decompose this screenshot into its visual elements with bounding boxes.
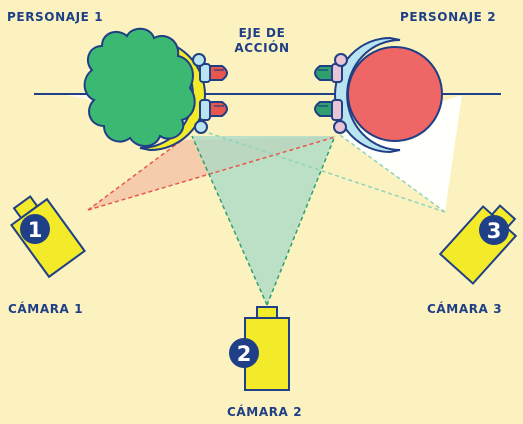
camera-3-sight-lines bbox=[199, 129, 446, 213]
camera-3-number: 3 bbox=[487, 219, 502, 243]
camera-2-number: 2 bbox=[237, 342, 252, 366]
character-1-hand-bottom bbox=[194, 120, 208, 134]
camera-3 bbox=[438, 204, 518, 285]
character-1-shoe-top bbox=[209, 65, 228, 81]
character-2-head bbox=[347, 46, 443, 142]
character-2-shoe-top bbox=[314, 65, 333, 81]
camera-2-badge bbox=[229, 338, 259, 368]
character-2-neck-bottom bbox=[331, 99, 343, 121]
camera-1-sight-lines bbox=[87, 136, 336, 211]
camera-1-label: CÁMARA 1 bbox=[8, 302, 84, 316]
camera-2-view-cone bbox=[192, 136, 335, 305]
character-2-hand-top bbox=[334, 53, 348, 67]
axis-of-action-label: EJE DE ACCIÓN bbox=[226, 26, 298, 56]
camera-3-badge bbox=[479, 215, 509, 245]
character-1-hand-top bbox=[192, 53, 206, 67]
character-2-hand-bottom bbox=[333, 120, 347, 134]
character-1-head bbox=[83, 27, 196, 147]
camera-2-label: CÁMARA 2 bbox=[227, 405, 303, 419]
character-2 bbox=[314, 36, 443, 154]
axis-label-line-1: EJE DE bbox=[238, 26, 286, 40]
character-1-shoe-bottom bbox=[209, 101, 228, 117]
character-2-label: PERSONAJE 2 bbox=[400, 10, 497, 24]
camera-2-sight-lines bbox=[191, 135, 336, 306]
axis-label-line-2: ACCIÓN bbox=[234, 41, 290, 55]
camera-1-number: 1 bbox=[28, 218, 43, 242]
character-1-neck-bottom bbox=[199, 99, 211, 121]
character-1-label: PERSONAJE 1 bbox=[7, 10, 104, 24]
camera-1-badge bbox=[20, 214, 50, 244]
character-1 bbox=[83, 27, 228, 152]
camera-3-label: CÁMARA 3 bbox=[427, 302, 503, 316]
character-2-shoe-bottom bbox=[314, 101, 333, 117]
character-1-neck-top bbox=[199, 63, 211, 83]
